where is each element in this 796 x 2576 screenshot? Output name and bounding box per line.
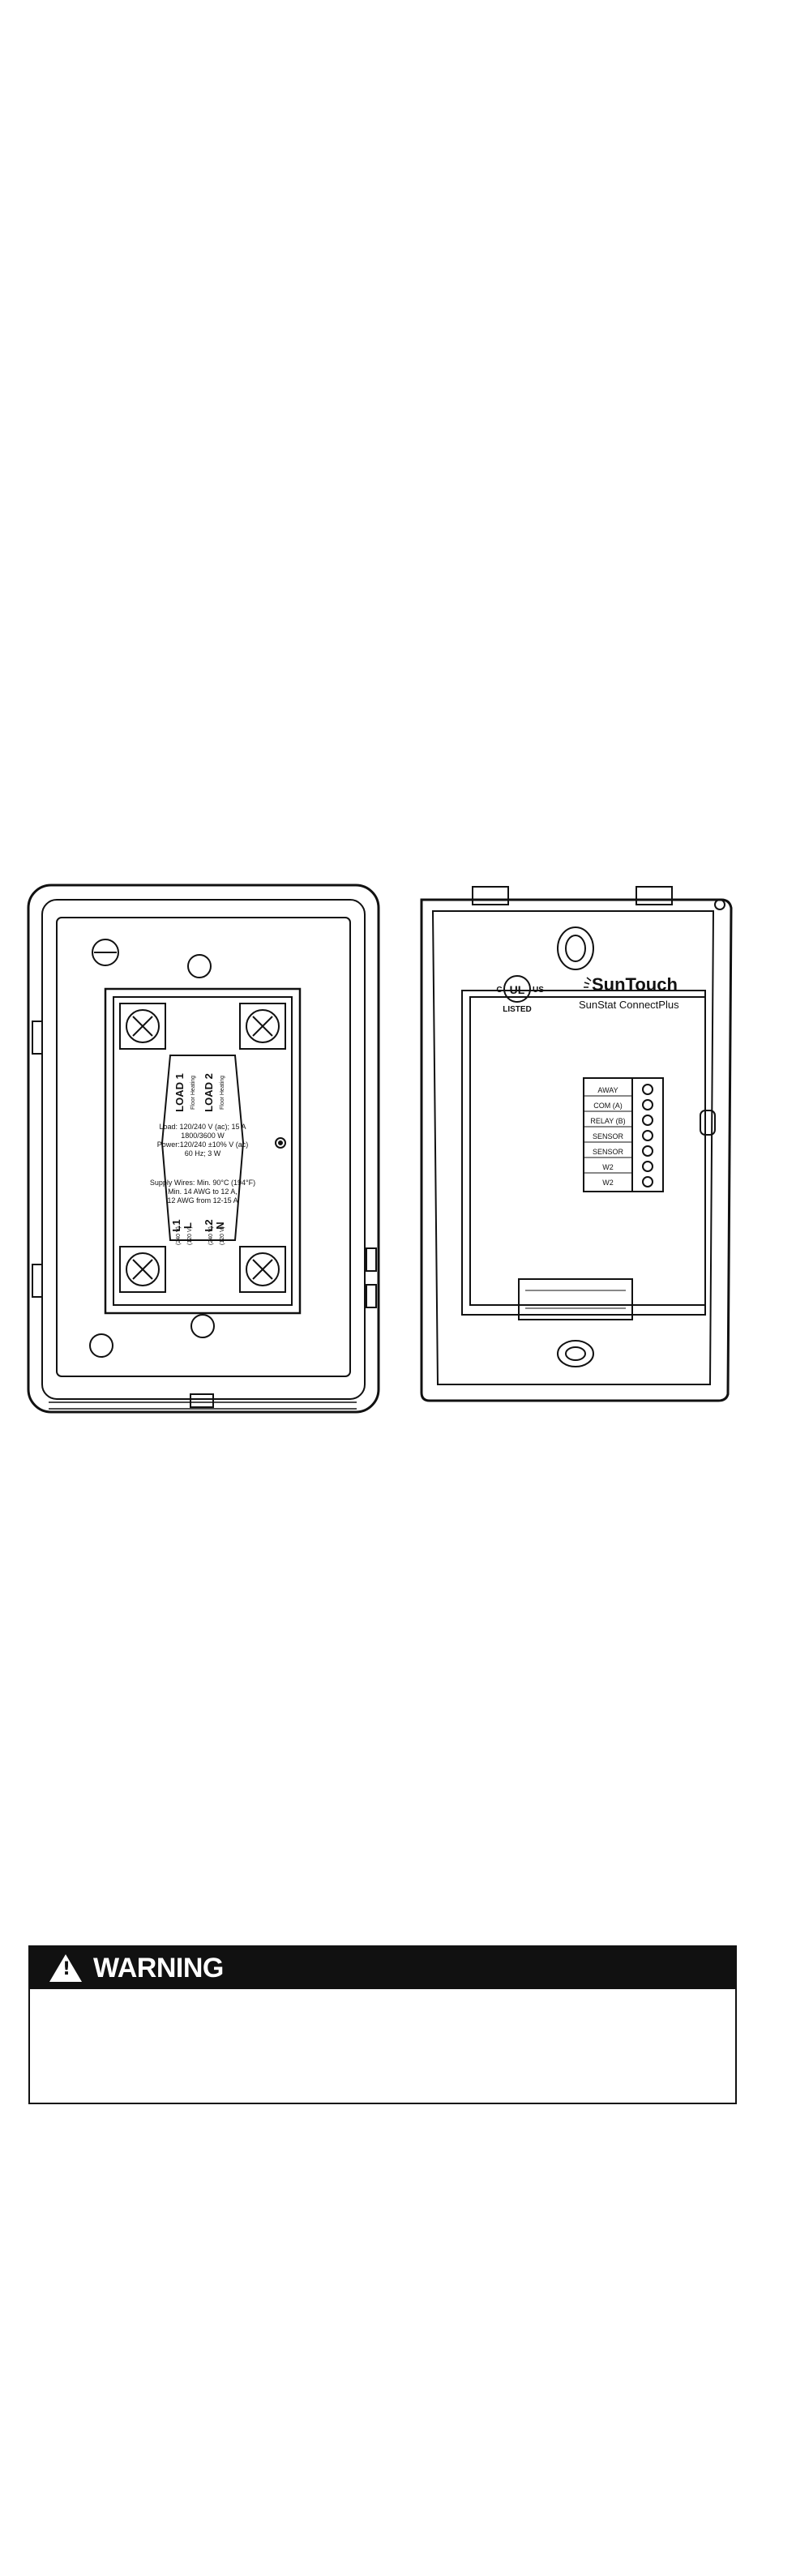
l2-label: L2 [203,1219,215,1231]
n-sub-label: (120 V) [220,1226,225,1245]
load1-label: LOAD 1 [173,1073,186,1112]
terminal-label: RELAY (B) [590,1117,625,1125]
suntouch-brand: SunTouch [592,974,678,995]
screw-terminal-bottom-left [119,1246,166,1293]
svg-text:UL: UL [510,983,525,996]
terminal-label: AWAY [597,1086,618,1094]
warning-box: ! WARNING [28,1945,737,2104]
back-plate-drawing [27,884,380,1414]
n-label: N [214,1222,226,1229]
warning-header: ! WARNING [30,1947,735,1989]
ul-listed-text: LISTED [503,1005,532,1014]
load-spec-line2: 1800/3600 W [181,1132,225,1140]
terminal-label: W2 [602,1179,614,1187]
load1-floor-heating-label: Floor Heating [190,1076,196,1110]
load-spec-line1: Load: 120/240 V (ac); 15 A [159,1123,246,1131]
warning-title: WARNING [93,1952,224,1983]
terminal-labels: AWAY COM (A) RELAY (B) SENSOR SENSOR W2 … [590,1086,625,1187]
model-name: SunStat ConnectPlus [579,999,679,1011]
supply-wires-line1: Supply Wires: Min. 90°C (194°F) [150,1179,255,1187]
terminal-label: SENSOR [593,1148,624,1156]
load2-floor-heating-label: Floor Heating [220,1076,225,1110]
supply-wires-line3: 12 AWG from 12-15 A [167,1196,238,1205]
supply-wires-line2: Min. 14 AWG to 12 A, [168,1187,238,1196]
ul-listed-logo [503,975,531,1003]
warning-triangle-icon: ! [49,1954,82,1982]
front-module-drawing: UL [420,886,733,1402]
ul-us-mark: US [533,986,544,995]
power-spec-line2: 60 Hz; 3 W [185,1149,221,1157]
l-sub-label: (120 V) [187,1226,193,1245]
terminal-label: COM (A) [593,1102,623,1110]
load2-label: LOAD 2 [203,1073,215,1112]
terminal-label: SENSOR [593,1132,624,1140]
ul-c-mark: C [496,986,502,995]
screw-terminal-top-right [239,1003,286,1050]
l2-sub-label: (240 V) [208,1226,214,1245]
screw-terminal-bottom-right [239,1246,286,1293]
screw-terminal-top-left [119,1003,166,1050]
l1-sub-label: (240 V) [176,1226,182,1245]
warning-body [30,1989,735,2015]
terminal-label: W2 [602,1163,614,1171]
wiring-diagram-figure: LOAD 1 Floor Heating LOAD 2 Floor Heatin… [0,875,796,1427]
l-label: L [182,1222,194,1229]
suntouch-sun-icon [584,977,592,988]
l1-label: L1 [170,1219,182,1231]
power-spec-line1: Power:120/240 ±10% V (ac) [157,1140,249,1149]
